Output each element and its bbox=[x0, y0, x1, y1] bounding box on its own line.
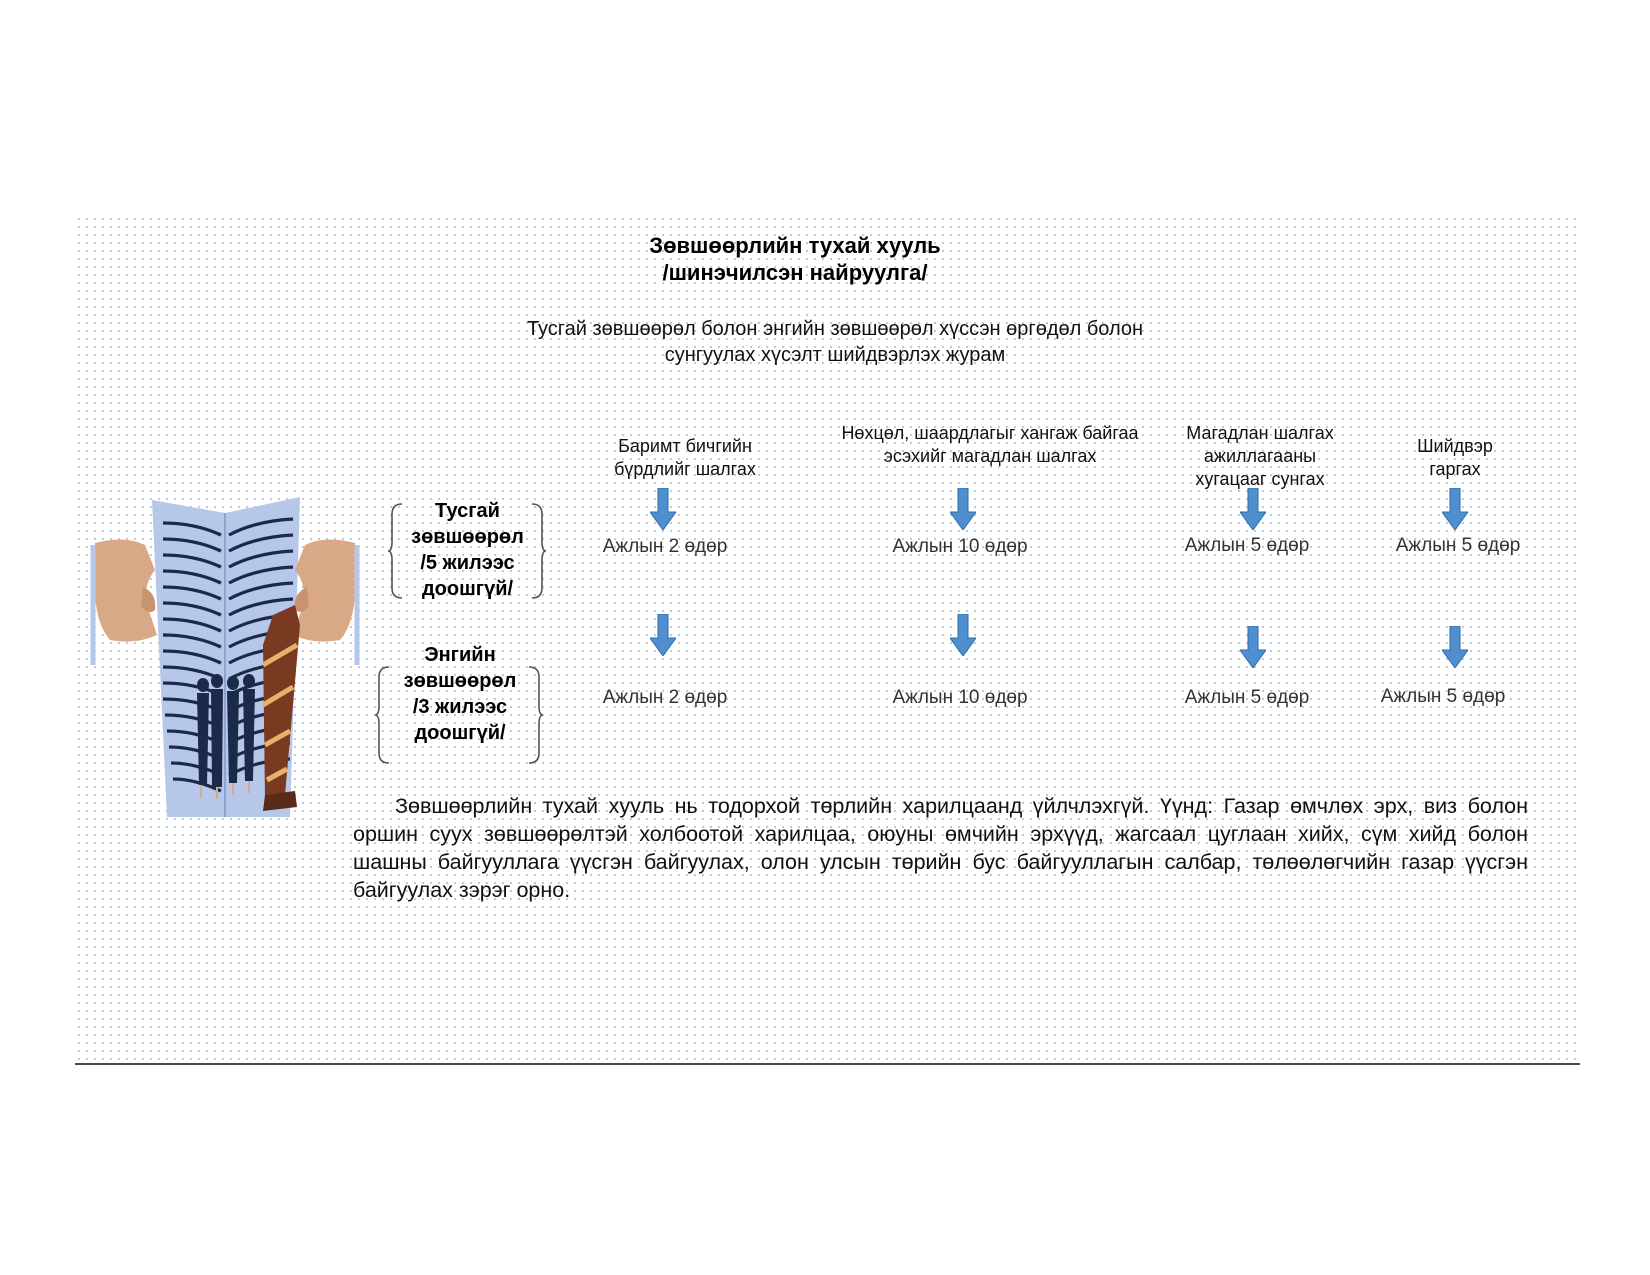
bottom-rule bbox=[75, 1063, 1580, 1065]
step-header-conditions-check: Нөхцөл, шаардлагыг хангаж байгаа эсэхийг… bbox=[820, 422, 1160, 468]
down-arrow-icon bbox=[650, 614, 676, 656]
row-1-label-line-4: доошгүй/ bbox=[395, 576, 540, 602]
duration-row2-step2: Ажлын 10 өдөр bbox=[860, 687, 1060, 709]
step-1-line-2: бүрдлийг шалгах bbox=[570, 458, 800, 481]
page-title: Зөвшөөрлийн тухай хууль /шинэчилсэн найр… bbox=[600, 232, 990, 286]
step-4-line-1: Шийдвэр bbox=[1390, 435, 1520, 458]
row-2-label-line-4: доошгүй/ bbox=[385, 720, 535, 746]
step-3-line-2: ажиллагааны bbox=[1160, 445, 1360, 468]
step-header-decision: Шийдвэр гаргах bbox=[1390, 435, 1520, 481]
law-exemptions-paragraph: Зөвшөөрлийн тухай хууль нь тодорхой төрл… bbox=[353, 792, 1528, 904]
step-2-line-2: эсэхийг магадлан шалгах bbox=[820, 445, 1160, 468]
down-arrow-icon bbox=[1240, 626, 1266, 668]
duration-row1-step4: Ажлын 5 өдөр bbox=[1358, 535, 1558, 557]
down-arrow-icon bbox=[950, 614, 976, 656]
row-1-label-line-3: /5 жилээс bbox=[395, 550, 540, 576]
subtitle-line-2: сунгуулах хүсэлт шийдвэрлэх журам bbox=[500, 342, 1170, 368]
row-2-label-line-3: /3 жилээс bbox=[385, 694, 535, 720]
duration-row1-step1: Ажлын 2 өдөр bbox=[565, 536, 765, 558]
row-label-ordinary-permit: Энгийн зөвшөөрөл /3 жилээс доошгүй/ bbox=[385, 642, 535, 746]
row-label-special-permit: Тусгай зөвшөөрөл /5 жилээс доошгүй/ bbox=[395, 498, 540, 602]
duration-row1-step3: Ажлын 5 өдөр bbox=[1147, 535, 1347, 557]
open-book-hands-illustration bbox=[85, 495, 365, 845]
duration-row1-step2: Ажлын 10 өдөр bbox=[860, 536, 1060, 558]
title-line-1: Зөвшөөрлийн тухай хууль bbox=[600, 232, 990, 259]
down-arrow-icon bbox=[1442, 488, 1468, 530]
row-2-label-line-2: зөвшөөрөл bbox=[385, 668, 535, 694]
down-arrow-icon bbox=[1442, 626, 1468, 668]
duration-row2-step4: Ажлын 5 өдөр bbox=[1343, 686, 1543, 708]
step-3-line-1: Магадлан шалгах bbox=[1160, 422, 1360, 445]
step-2-line-1: Нөхцөл, шаардлагыг хангаж байгаа bbox=[820, 422, 1160, 445]
step-4-line-2: гаргах bbox=[1390, 458, 1520, 481]
down-arrow-icon bbox=[650, 488, 676, 530]
down-arrow-icon bbox=[1240, 488, 1266, 530]
duration-row2-step1: Ажлын 2 өдөр bbox=[565, 687, 765, 709]
step-1-line-1: Баримт бичгийн bbox=[570, 435, 800, 458]
duration-row2-step3: Ажлын 5 өдөр bbox=[1147, 687, 1347, 709]
subtitle-line-1: Тусгай зөвшөөрөл болон энгийн зөвшөөрөл … bbox=[500, 316, 1170, 342]
row-2-label-line-1: Энгийн bbox=[385, 642, 535, 668]
step-header-document-check: Баримт бичгийн бүрдлийг шалгах bbox=[570, 435, 800, 481]
row-1-label-line-2: зөвшөөрөл bbox=[395, 524, 540, 550]
down-arrow-icon bbox=[950, 488, 976, 530]
row-1-label-line-1: Тусгай bbox=[395, 498, 540, 524]
step-header-extend-review: Магадлан шалгах ажиллагааны хугацааг сун… bbox=[1160, 422, 1360, 491]
title-line-2: /шинэчилсэн найруулга/ bbox=[600, 259, 990, 286]
subtitle: Тусгай зөвшөөрөл болон энгийн зөвшөөрөл … bbox=[500, 316, 1170, 368]
